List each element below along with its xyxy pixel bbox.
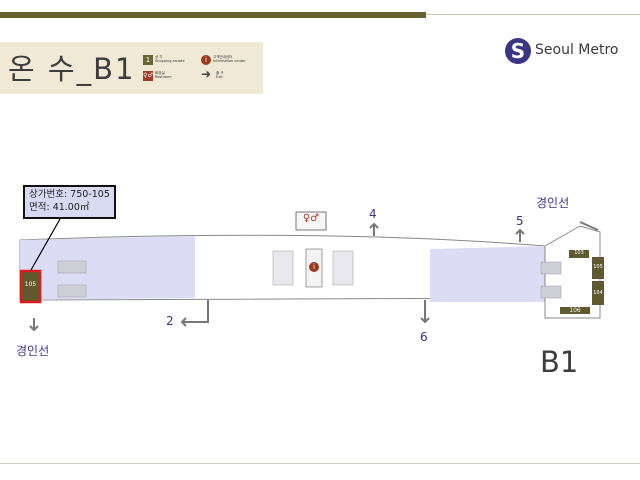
shop-105-right (592, 257, 604, 279)
restroom-box (295, 211, 327, 231)
header-bar (0, 12, 426, 18)
exit-arrow-icon: ➜ (201, 67, 212, 81)
line-label-right: 경인선 (536, 196, 570, 210)
footer-line (0, 463, 640, 464)
right-line-arrow (579, 221, 599, 231)
restroom-icon: ♀♂ (143, 71, 153, 81)
stairs-right-top (540, 261, 562, 275)
exit-arrows (29, 221, 599, 332)
stairs-right-bottom (540, 285, 562, 299)
shop-106-label: 106 (569, 307, 581, 314)
exit-5-arrow (515, 228, 525, 242)
page-title: 온 수_B1 (8, 52, 136, 86)
info-icon: i (309, 262, 319, 272)
shop-103-label: 103 (574, 250, 584, 256)
shop-103 (569, 250, 589, 258)
left-platform-area (20, 236, 195, 300)
shop-104-label: 104 (593, 290, 603, 296)
floor-label: B1 (540, 345, 579, 379)
exit-2-arrow (180, 300, 209, 327)
restroom-icon: ♀♂ (302, 213, 320, 224)
exit-2-label: 2 (166, 314, 174, 328)
info-icon: i (201, 55, 211, 65)
callout-box: 상가번호: 750-105 면적: 41.00㎡ (23, 185, 116, 219)
exit-4-arrow (369, 222, 379, 236)
exit-5-label: 5 (516, 214, 524, 228)
title-box (0, 42, 263, 94)
center-stairs-right (332, 250, 354, 286)
stairs-left-bottom (57, 284, 87, 298)
callout-shop-number: 상가번호: 750-105 (29, 189, 110, 200)
left-line-arrow (29, 318, 39, 332)
exit-4-label: 4 (369, 207, 377, 221)
center-stairs-left (272, 250, 294, 286)
callout-area: 면적: 41.00㎡ (29, 202, 90, 213)
right-platform-area (430, 246, 545, 302)
shop-105-right-label: 105 (593, 264, 603, 270)
callout-pointer (30, 218, 61, 271)
shop-icon: 1 (143, 55, 153, 65)
exit-6-arrow (420, 300, 430, 324)
logo-text: Seoul Metro (535, 42, 619, 58)
header-line (426, 14, 640, 15)
shop-104 (592, 281, 604, 305)
seoul-metro-logo-icon: S (505, 38, 531, 64)
exit-6-label: 6 (420, 330, 428, 344)
line-label-left: 경인선 (16, 344, 50, 358)
shop-105-label: 105 (24, 281, 37, 288)
shop-105-highlight (19, 269, 42, 304)
stairs-left-top (57, 260, 87, 274)
shop-106 (560, 307, 590, 314)
